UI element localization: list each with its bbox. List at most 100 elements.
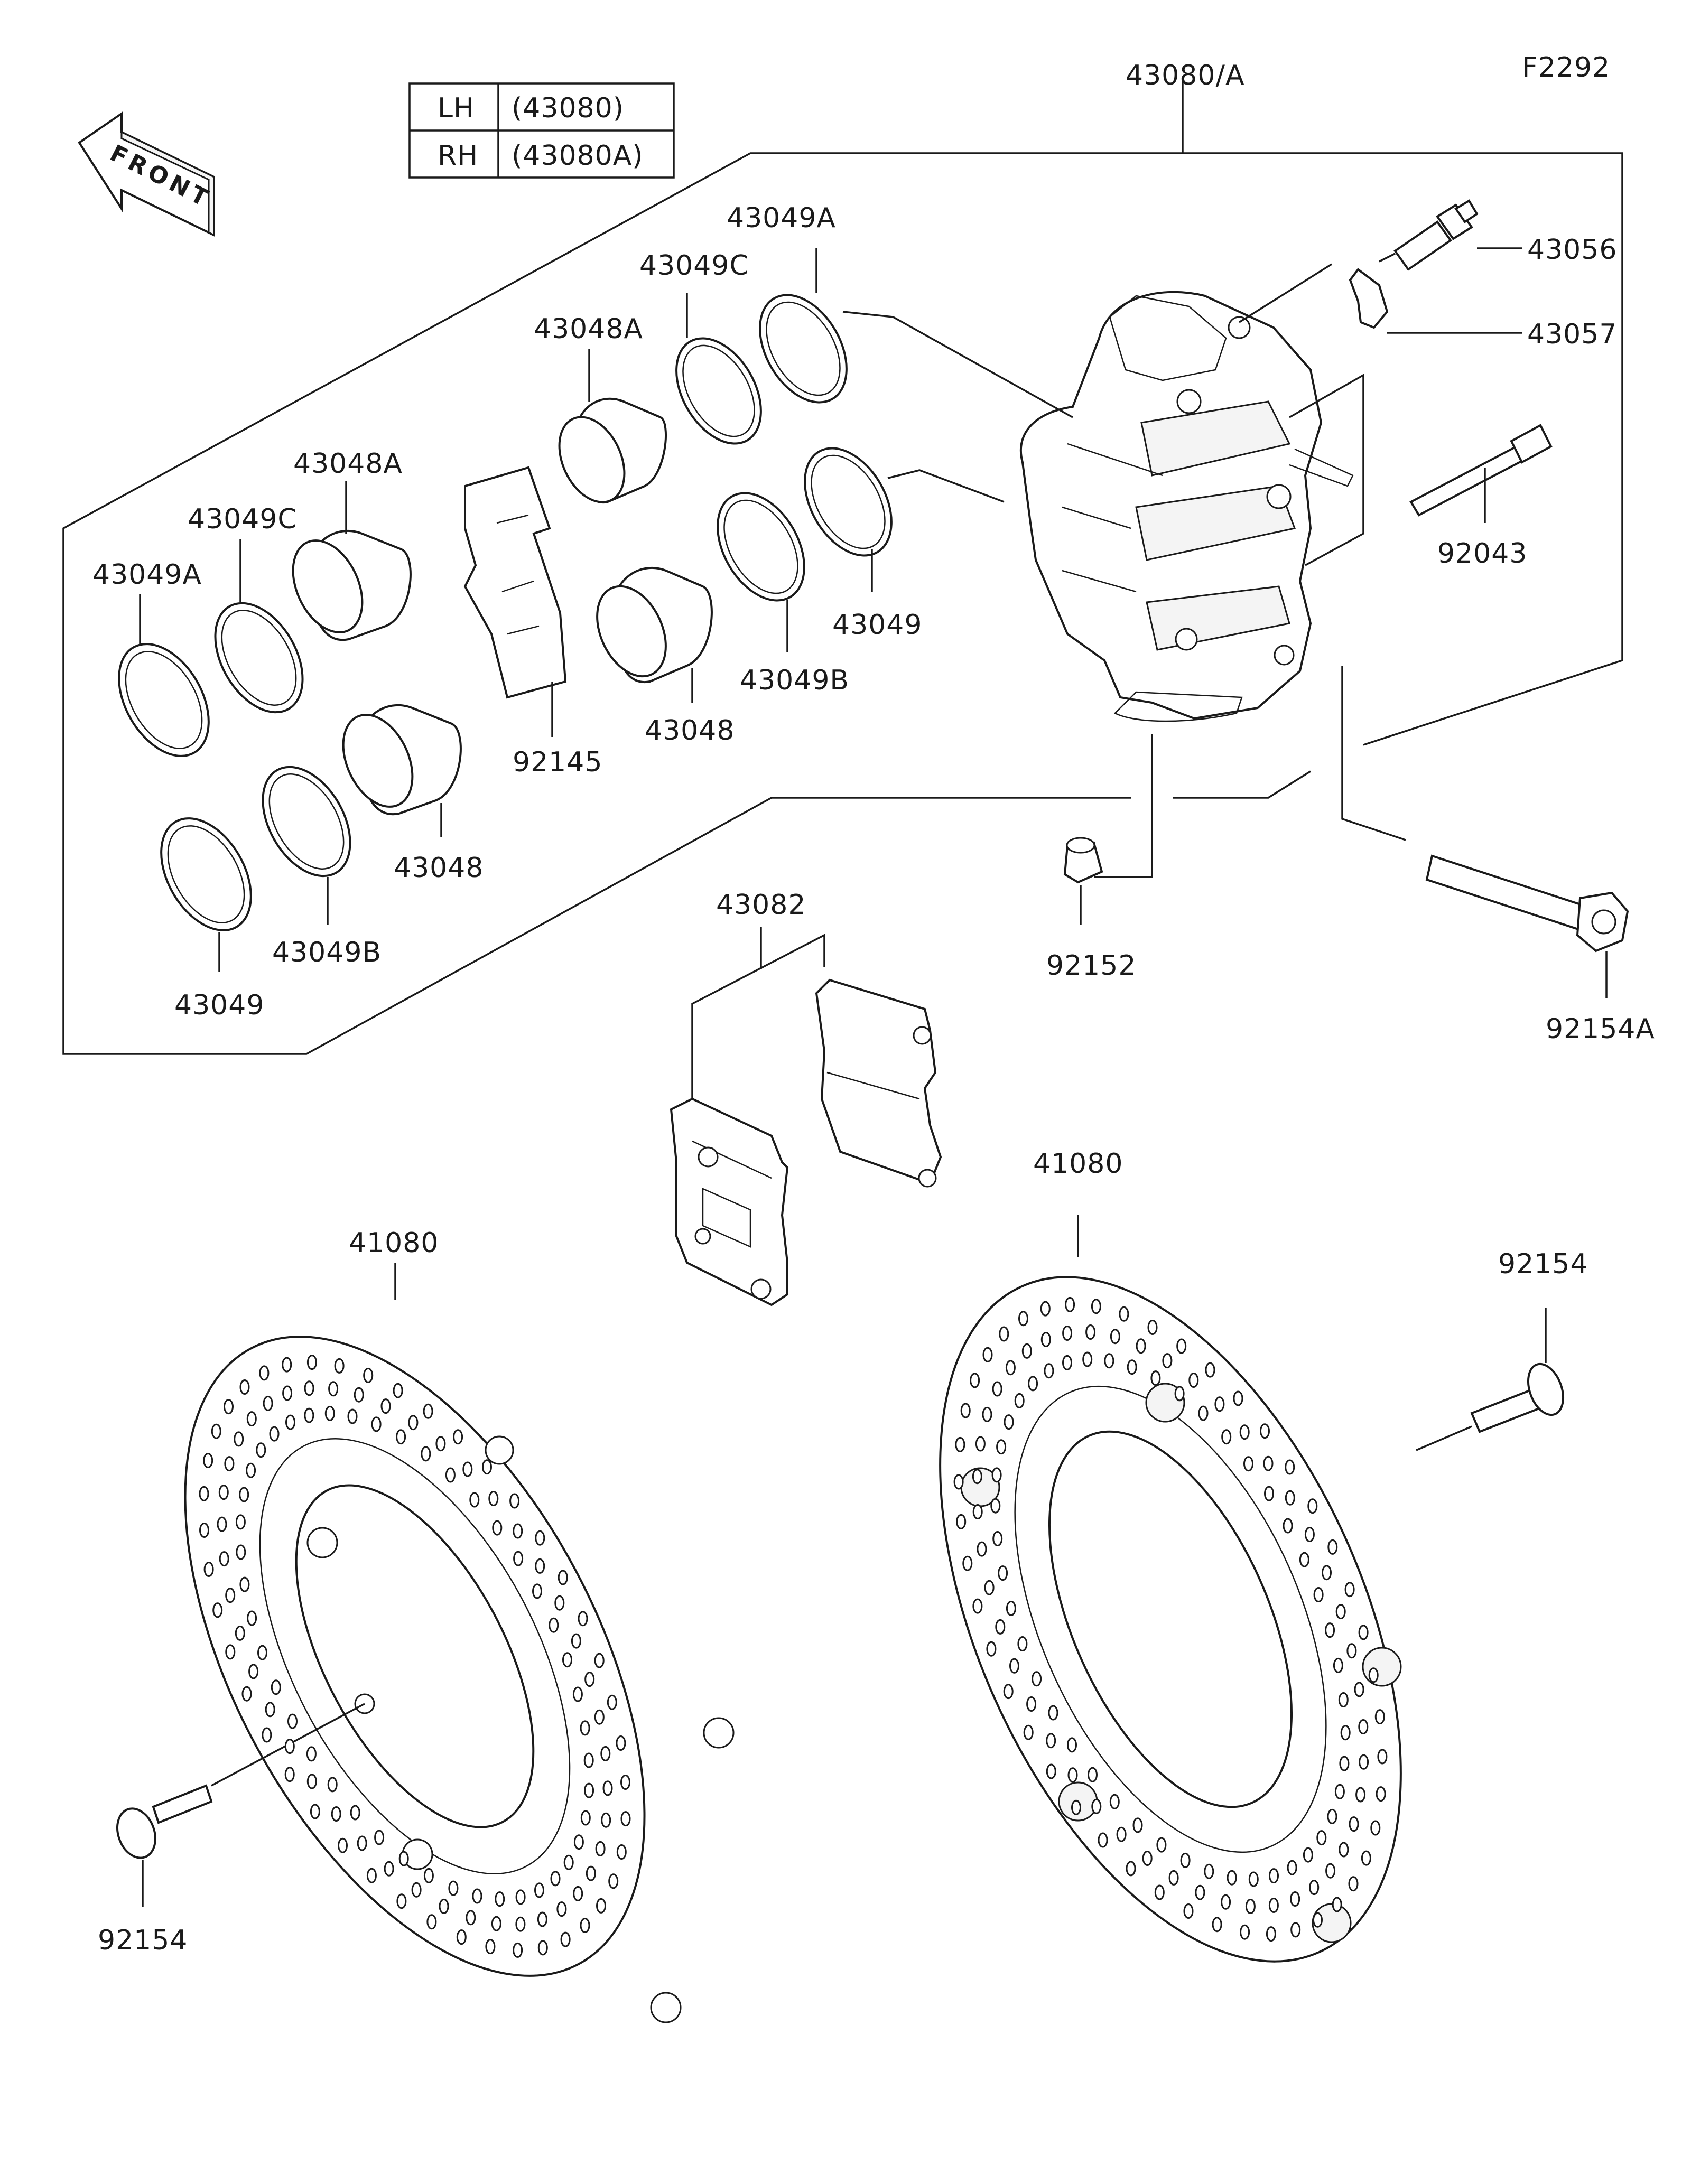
drilled-hole <box>1370 1820 1381 1836</box>
drilled-hole <box>482 1459 492 1475</box>
label-seal-c-left: 43049C <box>188 503 298 535</box>
drilled-hole <box>583 1752 594 1768</box>
drilled-hole <box>234 1431 244 1447</box>
figure-code: F2292 <box>1522 52 1610 83</box>
drilled-hole <box>1154 1884 1165 1900</box>
drilled-hole <box>1003 1684 1014 1700</box>
drilled-hole <box>256 1442 266 1458</box>
drilled-hole <box>596 1898 606 1914</box>
pad-pin <box>1409 424 1553 523</box>
drilled-hole <box>513 1523 523 1539</box>
drilled-hole <box>236 1544 246 1560</box>
drilled-hole <box>1340 1725 1351 1741</box>
drilled-hole <box>287 1713 298 1729</box>
drilled-hole <box>1046 1733 1056 1749</box>
drilled-hole <box>1032 1671 1042 1687</box>
drilled-hole <box>1040 1332 1051 1347</box>
drilled-hole <box>219 1551 229 1567</box>
drilled-hole <box>580 1918 590 1933</box>
drilled-hole <box>960 1403 971 1418</box>
drilled-hole <box>396 1893 407 1909</box>
drilled-hole <box>600 1746 611 1761</box>
drilled-hole <box>426 1914 437 1930</box>
drilled-hole <box>224 1456 235 1472</box>
drilled-hole <box>1240 1924 1250 1940</box>
drilled-hole <box>532 1583 542 1599</box>
drilled-hole <box>999 1326 1009 1342</box>
drilled-hole <box>1325 1622 1335 1638</box>
drilled-hole <box>608 1873 619 1889</box>
drilled-hole <box>263 1395 273 1411</box>
drilled-hole <box>338 1837 348 1853</box>
drilled-hole <box>1195 1884 1205 1900</box>
drilled-hole <box>1028 1376 1038 1392</box>
drilled-hole <box>1269 1868 1279 1884</box>
drilled-hole <box>328 1381 339 1397</box>
label-disc-bolt-right: 92154 <box>1498 1248 1588 1280</box>
drilled-hole <box>982 1406 992 1422</box>
drilled-hole <box>572 1686 583 1702</box>
drilled-hole <box>1374 1709 1385 1725</box>
drilled-hole <box>1264 1486 1274 1501</box>
drilled-hole <box>1334 1784 1345 1799</box>
drilled-hole <box>1176 1338 1187 1354</box>
drilled-hole <box>462 1461 473 1477</box>
drilled-hole <box>380 1398 391 1414</box>
bleeder-cap <box>1349 268 1522 334</box>
drilled-hole <box>550 1871 561 1887</box>
drilled-hole <box>1290 1922 1301 1938</box>
drilled-hole <box>1304 1527 1315 1542</box>
drilled-hole <box>1221 1429 1232 1445</box>
drilled-hole <box>1018 1311 1028 1327</box>
side-table: LH (43080) RH (43080A) <box>408 82 675 179</box>
drilled-hole <box>602 1780 613 1796</box>
drilled-hole <box>1082 1351 1093 1367</box>
drilled-hole <box>584 1782 594 1798</box>
drilled-hole <box>247 1610 257 1626</box>
drilled-hole <box>1214 1396 1225 1412</box>
drilled-hole <box>366 1868 377 1883</box>
drilled-hole <box>211 1423 221 1439</box>
drilled-hole <box>347 1408 358 1424</box>
drilled-hole <box>1110 1329 1120 1345</box>
drilled-hole <box>1354 1682 1364 1697</box>
drilled-hole <box>1233 1390 1243 1406</box>
drilled-hole <box>1091 1798 1102 1814</box>
drilled-hole <box>257 1645 267 1660</box>
drilled-hole <box>620 1811 631 1827</box>
drilled-hole <box>995 1619 1006 1635</box>
drilled-hole <box>594 1709 605 1725</box>
drilled-hole <box>310 1804 320 1819</box>
label-seal-b-left: 43049B <box>272 937 382 968</box>
label-disc-left: 41080 <box>349 1227 439 1259</box>
drilled-hole <box>1085 1324 1096 1340</box>
drilled-hole <box>492 1520 503 1536</box>
drilled-hole <box>239 1576 250 1592</box>
drilled-hole <box>984 1580 995 1595</box>
drilled-hole <box>284 1767 295 1782</box>
drilled-hole <box>306 1774 317 1789</box>
table-side-lh: LH <box>438 92 475 124</box>
drilled-hole <box>350 1805 360 1821</box>
drilled-hole <box>1339 1756 1350 1771</box>
drilled-hole <box>535 1558 545 1574</box>
drilled-hole <box>972 1469 982 1485</box>
drilled-hole <box>1376 1786 1386 1802</box>
drilled-hole <box>573 1834 584 1850</box>
pad-set <box>670 927 942 1306</box>
drilled-hole <box>304 1407 314 1423</box>
seal-43049c-left <box>214 539 304 714</box>
drilled-hole <box>1048 1705 1058 1721</box>
drilled-hole <box>998 1565 1008 1581</box>
drilled-hole <box>265 1702 275 1718</box>
drilled-hole <box>439 1898 449 1914</box>
drilled-hole <box>1346 1643 1357 1659</box>
seal-43049a-left <box>118 594 210 757</box>
drilled-hole <box>1355 1787 1366 1803</box>
label-seal-mid: 43049 <box>832 609 922 641</box>
drilled-hole <box>203 1453 213 1468</box>
drilled-hole <box>435 1436 446 1452</box>
drilled-hole <box>218 1485 229 1500</box>
drilled-hole <box>327 1777 338 1793</box>
drilled-hole <box>1067 1767 1078 1783</box>
